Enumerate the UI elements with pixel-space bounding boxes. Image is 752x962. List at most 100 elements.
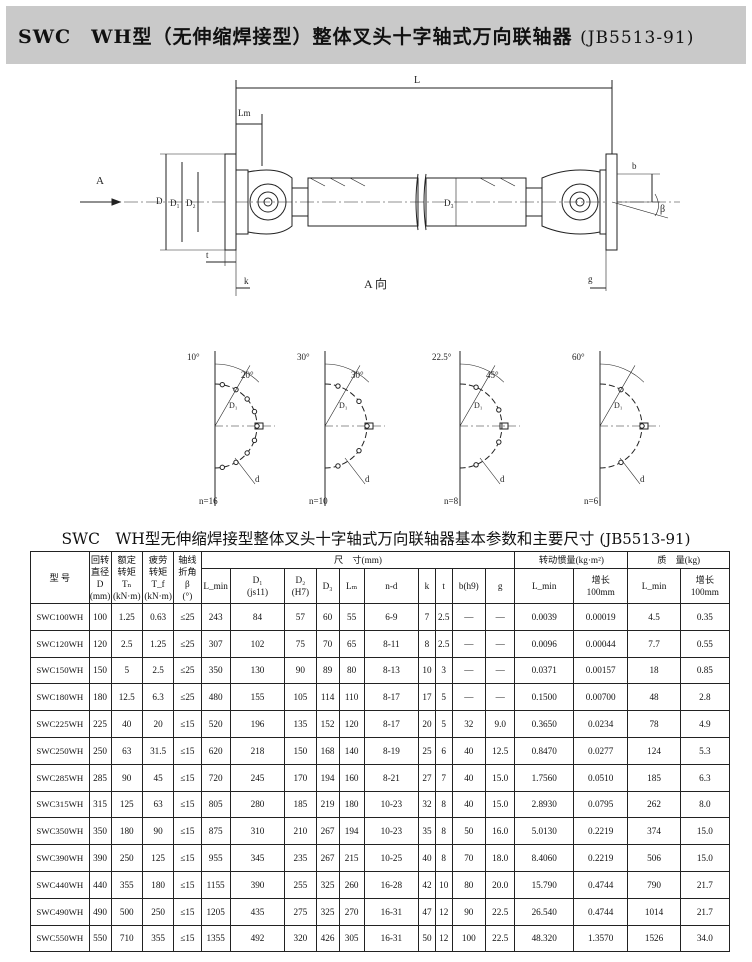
table-cell: 480 xyxy=(200,683,231,712)
table-cell: — xyxy=(485,656,516,685)
flange-hole-patterns: 10°20°D₁dn=1630°30°D₁dn=1022.5°45°D₁dn=8… xyxy=(187,351,660,506)
angle-label: 22.5° xyxy=(432,352,452,362)
table-cell: 0.2219 xyxy=(572,844,629,872)
table-caption-code: (JB5513-91) xyxy=(599,530,691,548)
table-cell: 18 xyxy=(627,656,681,685)
table-cell: 90 xyxy=(141,817,175,846)
table-cell: 4.5 xyxy=(627,603,681,631)
table-cell: 90 xyxy=(110,763,143,792)
table-cell: 17 xyxy=(418,683,436,712)
diameter-label-D1: D₁ xyxy=(229,401,238,410)
hole-count-label: n=16 xyxy=(199,496,218,506)
col-header-b: b(h9) xyxy=(451,568,487,604)
table-cell: — xyxy=(451,629,487,658)
banner-title: SWC WH型（无伸缩焊接型）整体叉头十字轴式万向联轴器 (JB5513-91) xyxy=(6,22,694,49)
dim-label-D2: D₂ xyxy=(186,198,196,208)
table-cell: 40 xyxy=(451,790,487,819)
table-cell: 40 xyxy=(110,710,143,738)
table-cell: 185 xyxy=(284,790,317,819)
table-cell: 105 xyxy=(284,683,317,712)
table-cell: 110 xyxy=(338,683,365,712)
table-caption-main: SWC WH型无伸缩焊接型整体叉头十字轴式万向联轴器基本参数和主要尺寸 xyxy=(61,530,595,548)
col-header-Lm: Lₘ xyxy=(338,568,365,604)
model-cell: SWC350WH xyxy=(30,817,90,846)
table-cell: 20.0 xyxy=(485,870,516,899)
table-cell: 500 xyxy=(110,897,143,926)
table-cell: 2.5 xyxy=(434,629,453,658)
table-cell: 180 xyxy=(88,683,112,712)
table-cell: 315 xyxy=(88,790,112,819)
table-cell: 440 xyxy=(88,870,112,899)
table-cell: 1014 xyxy=(627,897,681,926)
title-banner: SWC WH型（无伸缩焊接型）整体叉头十字轴式万向联轴器 (JB5513-91) xyxy=(6,6,746,64)
table-cell: 275 xyxy=(284,897,317,926)
table-cell: 6-9 xyxy=(363,603,420,631)
table-cell: 8 xyxy=(434,817,453,846)
diameter-label-D1: D₁ xyxy=(614,401,623,410)
table-cell: 355 xyxy=(110,870,143,899)
table-cell: 325 xyxy=(315,897,340,926)
table-cell: 55 xyxy=(338,603,365,631)
table-cell: 150 xyxy=(284,736,317,765)
dim-label-D: D xyxy=(156,196,163,206)
table-cell: 260 xyxy=(338,870,365,899)
table-cell: 63 xyxy=(110,736,143,765)
angle-label: 45° xyxy=(486,370,499,380)
table-cell: 40 xyxy=(418,844,436,872)
table-cell: ≤15 xyxy=(173,870,202,899)
table-cell: 720 xyxy=(200,763,231,792)
table-cell: 0.0234 xyxy=(572,710,629,738)
table-cell: 435 xyxy=(229,897,286,926)
col-header-Lmin: L_min xyxy=(200,568,231,604)
table-cell: ≤15 xyxy=(173,763,202,792)
table-cell: 70 xyxy=(451,844,487,872)
angle-label: 20° xyxy=(241,370,254,380)
hole-label-d: d xyxy=(365,474,370,484)
table-cell: 60 xyxy=(315,603,340,631)
table-cell: 8-11 xyxy=(363,629,420,658)
table-cell: 219 xyxy=(315,790,340,819)
table-cell: 255 xyxy=(284,870,317,899)
table-cell: 140 xyxy=(338,736,365,765)
table-cell: — xyxy=(451,603,487,631)
table-cell: 185 xyxy=(627,763,681,792)
col-header-model: 型 号 xyxy=(30,551,90,604)
col-header-inertia-Lmin: L_min xyxy=(514,568,574,604)
table-cell: 102 xyxy=(229,629,286,658)
table-cell: 225 xyxy=(88,710,112,738)
table-cell: 5.3 xyxy=(679,736,731,765)
table-cell: 84 xyxy=(229,603,286,631)
table-cell: 9.0 xyxy=(485,710,516,738)
table-cell: 194 xyxy=(315,763,340,792)
table-cell: 0.00157 xyxy=(572,656,629,685)
table-cell: 8 xyxy=(434,790,453,819)
model-cell: SWC225WH xyxy=(30,710,90,738)
table-cell: 345 xyxy=(229,844,286,872)
table-cell: 8 xyxy=(434,844,453,872)
table-cell: 790 xyxy=(627,870,681,899)
table-cell: ≤15 xyxy=(173,817,202,846)
dim-label-D3: D₃ xyxy=(444,198,454,208)
table-cell: 805 xyxy=(200,790,231,819)
table-cell: — xyxy=(451,656,487,685)
table-cell: 1526 xyxy=(627,924,681,953)
table-cell: 325 xyxy=(315,870,340,899)
table-cell: 215 xyxy=(338,844,365,872)
table-cell: 6.3 xyxy=(679,763,731,792)
dim-label-D1: D₁ xyxy=(170,198,180,208)
banner-title-code: (JB5513-91) xyxy=(580,27,695,48)
table-cell: 0.00044 xyxy=(572,629,629,658)
view-label-A-direction: A 向 xyxy=(364,276,387,291)
col-group-mass: 质 量(kg) xyxy=(627,551,730,569)
table-cell: 180 xyxy=(141,870,175,899)
table-cell: 32 xyxy=(418,790,436,819)
table-cell: 10-23 xyxy=(363,790,420,819)
table-cell: 15.0 xyxy=(679,844,731,872)
